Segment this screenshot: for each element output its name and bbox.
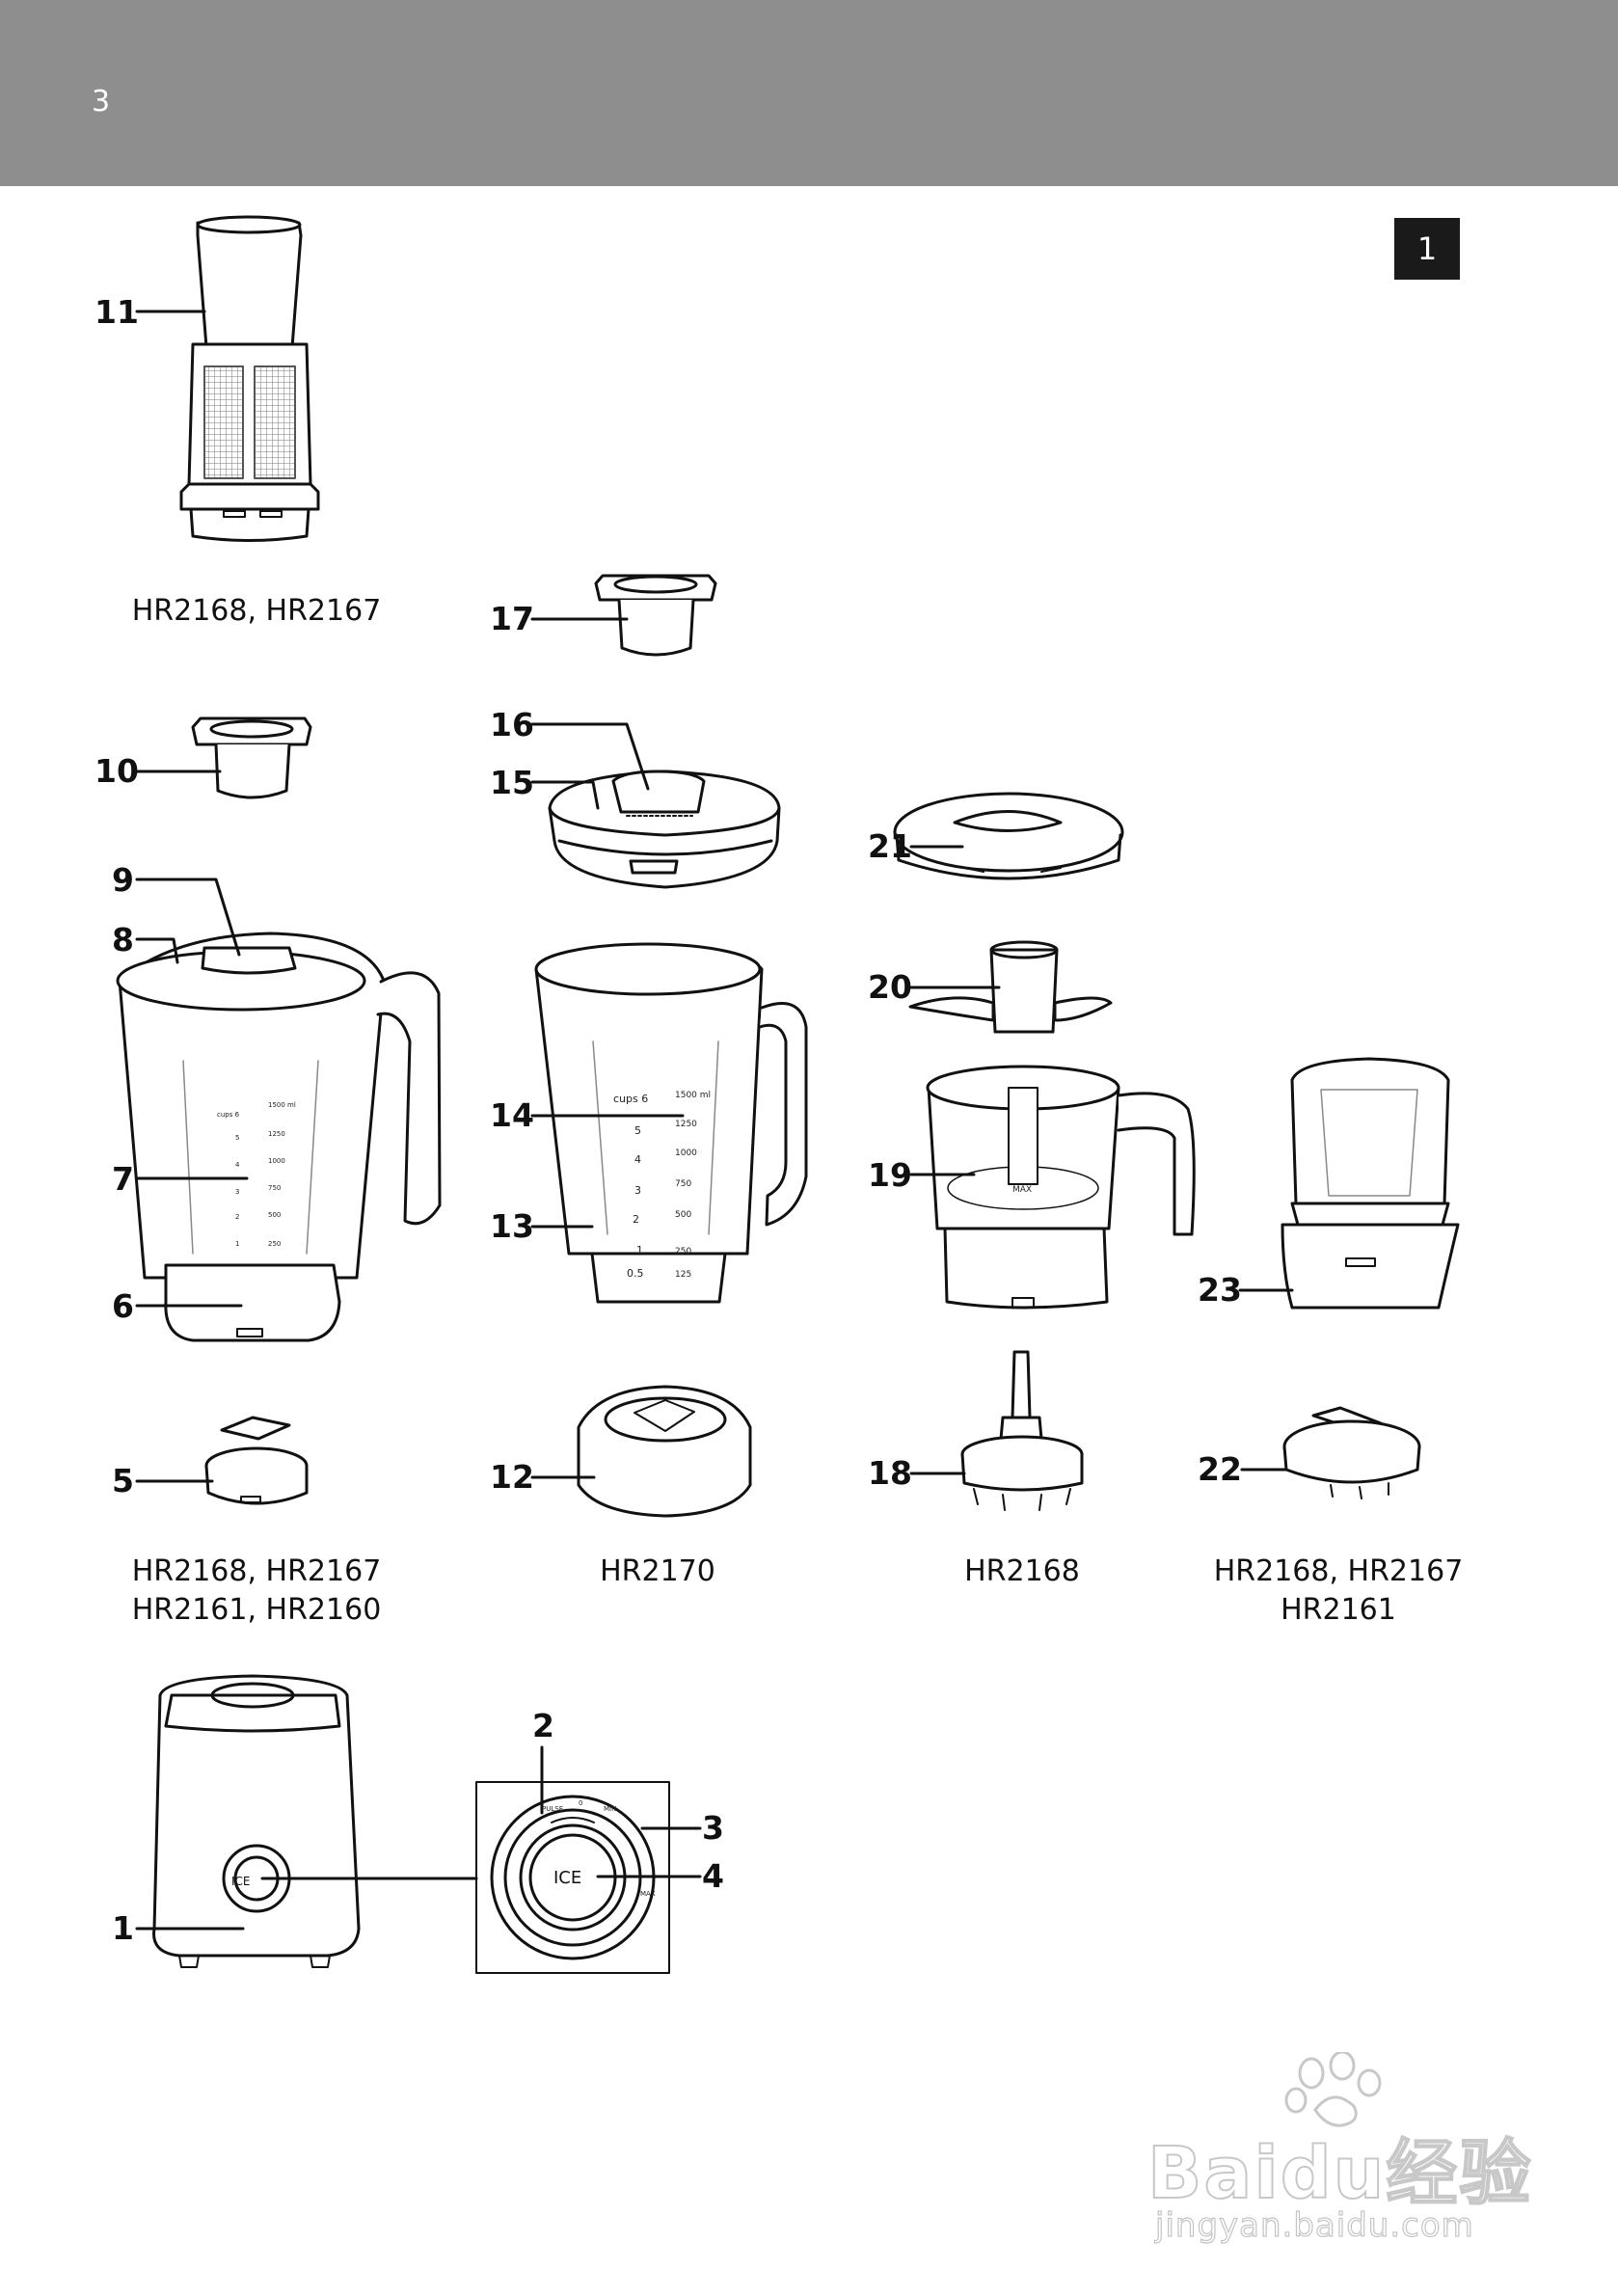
- callout-6: 6: [112, 1287, 134, 1325]
- motor-unit-drawing: [152, 1674, 361, 1968]
- callout-8: 8: [112, 921, 134, 959]
- svg-text:0.5: 0.5: [627, 1267, 644, 1280]
- callout-19: 19: [868, 1156, 912, 1194]
- callout-12: 12: [490, 1458, 534, 1496]
- paw-icon: [1284, 2052, 1382, 2127]
- svg-text:3: 3: [634, 1184, 641, 1197]
- svg-text:1: 1: [636, 1244, 643, 1256]
- callout-10: 10: [94, 752, 139, 790]
- svg-text:1500 ml: 1500 ml: [675, 1091, 711, 1100]
- callout-21: 21: [868, 827, 912, 865]
- caption-blade-line2: HR2161, HR2160: [131, 1593, 382, 1627]
- svg-text:125: 125: [675, 1270, 691, 1280]
- caption-filter: HR2168, HR2167: [131, 594, 382, 628]
- glass-jar-lid-drawing: [548, 770, 781, 889]
- knob-detail-drawing: [475, 1781, 670, 1974]
- svg-text:MIN: MIN: [604, 1805, 616, 1813]
- plastic-jar-drawing: [116, 932, 442, 1342]
- svg-text:5: 5: [235, 1134, 239, 1142]
- callout-3: 3: [702, 1809, 724, 1847]
- callout-17: 17: [490, 600, 534, 637]
- svg-text:1250: 1250: [675, 1120, 697, 1129]
- leader-lines: [135, 310, 1294, 1931]
- svg-text:750: 750: [675, 1179, 691, 1189]
- svg-text:1000: 1000: [675, 1148, 697, 1158]
- knob-ice-label: ICE: [553, 1868, 581, 1888]
- svg-text:750: 750: [268, 1184, 281, 1192]
- chopper-coupling-drawing: [960, 1350, 1084, 1511]
- filter-drawing: [179, 215, 320, 542]
- watermark-brand: Baidu经验: [1146, 2131, 1533, 2216]
- chopper-max-mark: MAX: [1012, 1185, 1032, 1195]
- svg-text:0: 0: [579, 1799, 582, 1807]
- callout-5: 5: [112, 1462, 134, 1499]
- mill-beaker-drawing: [1281, 1057, 1460, 1310]
- svg-text:MAX: MAX: [640, 1890, 656, 1898]
- mill-blade-unit-drawing: [1282, 1406, 1421, 1499]
- svg-text:1500 ml: 1500 ml: [268, 1101, 296, 1109]
- svg-text:250: 250: [268, 1240, 281, 1248]
- callout-11: 11: [94, 293, 139, 331]
- glass-jar-drawing: [534, 942, 808, 1304]
- svg-text:1250: 1250: [268, 1130, 285, 1138]
- caption-blade-line1: HR2168, HR2167: [131, 1554, 382, 1588]
- chopper-lid-drawing: [893, 792, 1124, 880]
- plastic-jar-scale: cups 6 1500 ml 1250 1000 750 500 250 5 4…: [217, 1101, 296, 1248]
- glass-blade-unit-drawing: [577, 1385, 752, 1518]
- measuring-cap-17-drawing: [594, 574, 717, 657]
- motor-ice-label: ICE: [231, 1875, 251, 1888]
- caption-mill-line1: HR2168, HR2167: [1213, 1554, 1464, 1588]
- svg-text:PULSE: PULSE: [542, 1805, 563, 1813]
- blade-unit-drawing: [204, 1416, 309, 1505]
- measuring-cap-10-drawing: [191, 716, 312, 799]
- callout-15: 15: [490, 764, 534, 801]
- svg-text:250: 250: [675, 1247, 691, 1256]
- svg-text:1000: 1000: [268, 1157, 285, 1165]
- caption-glass-blade: HR2170: [600, 1554, 715, 1588]
- svg-text:500: 500: [675, 1210, 691, 1220]
- baidu-watermark: Baidu经验 jingyan.baidu.com: [1146, 2052, 1562, 2246]
- callout-16: 16: [490, 706, 534, 743]
- caption-chopper: HR2168: [964, 1554, 1080, 1588]
- glass-jar-scale: cups 6 1500 ml 1250 1000 750 500 250 125…: [613, 1091, 711, 1280]
- callout-22: 22: [1198, 1450, 1242, 1488]
- page-number: 3: [92, 85, 111, 119]
- page-header: 3: [0, 0, 1618, 186]
- callout-2: 2: [532, 1707, 554, 1744]
- callout-1: 1: [112, 1909, 134, 1947]
- chopper-bowl-drawing: [926, 1065, 1196, 1310]
- callout-7: 7: [112, 1160, 134, 1198]
- svg-text:1: 1: [235, 1240, 239, 1248]
- svg-text:4: 4: [235, 1161, 240, 1169]
- callout-9: 9: [112, 861, 134, 899]
- callout-13: 13: [490, 1207, 534, 1245]
- callout-14: 14: [490, 1096, 534, 1134]
- watermark-url: jingyan.baidu.com: [1154, 2205, 1474, 2245]
- knob-detail-marks: ICE PULSE 0 MIN MAX: [542, 1799, 656, 1898]
- callout-4: 4: [702, 1857, 724, 1895]
- callout-20: 20: [868, 968, 912, 1006]
- callout-18: 18: [868, 1454, 912, 1492]
- svg-text:cups 6: cups 6: [217, 1111, 240, 1119]
- figure-badge: 1: [1394, 218, 1460, 280]
- svg-text:2: 2: [235, 1213, 239, 1221]
- svg-text:500: 500: [268, 1211, 281, 1219]
- chopper-blade-drawing: [908, 940, 1113, 1034]
- svg-text:cups 6: cups 6: [613, 1093, 648, 1105]
- svg-text:5: 5: [634, 1124, 641, 1137]
- caption-mill-line2: HR2161: [1281, 1593, 1396, 1627]
- svg-text:4: 4: [634, 1153, 641, 1166]
- svg-text:2: 2: [633, 1213, 639, 1226]
- callout-23: 23: [1198, 1271, 1242, 1309]
- svg-text:3: 3: [235, 1188, 239, 1196]
